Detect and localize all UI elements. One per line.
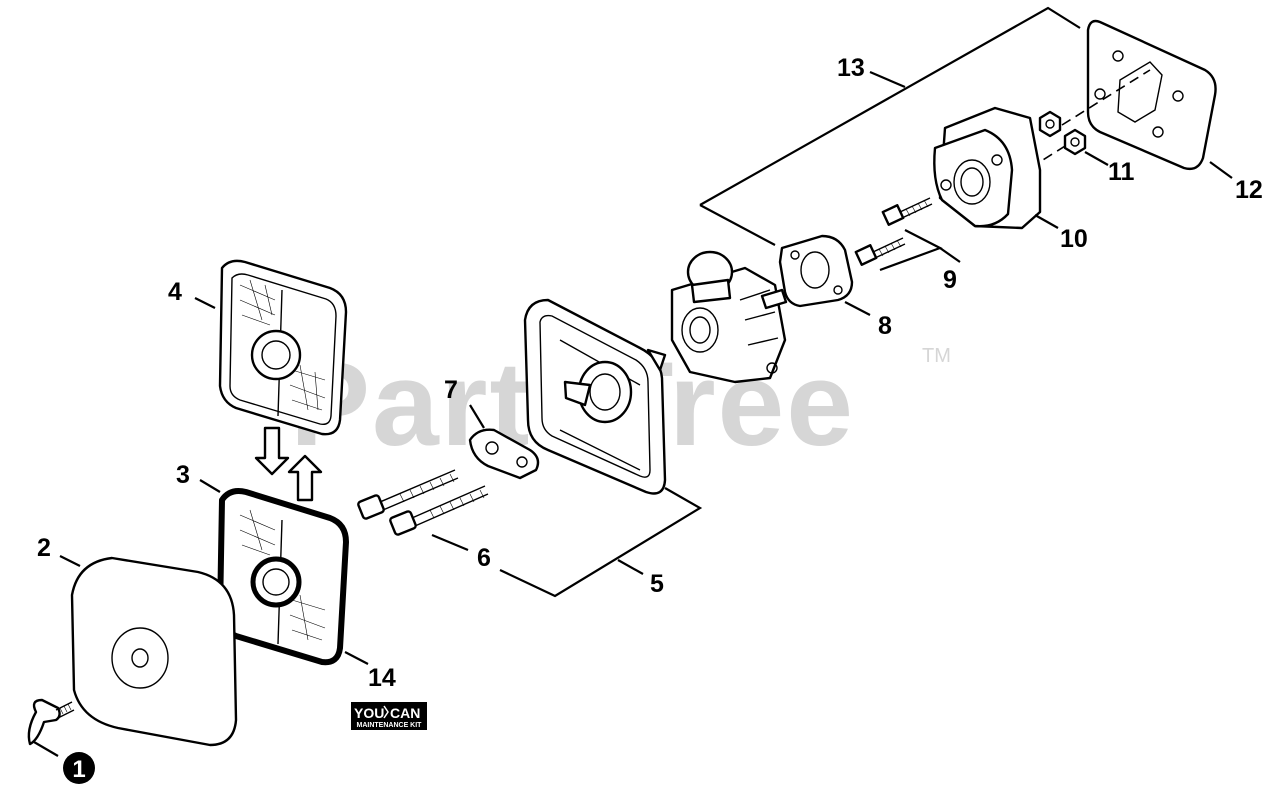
callout-3: 3 <box>176 461 190 489</box>
callout-1-marker: 1 <box>63 752 95 784</box>
part-8-carburetor-gasket[interactable] <box>778 234 854 308</box>
part-9-screws[interactable] <box>854 197 933 266</box>
badge-can: CAN <box>390 705 420 721</box>
callout-10: 10 <box>1060 225 1088 253</box>
callout-4: 4 <box>168 278 182 306</box>
callout-6: 6 <box>477 544 491 572</box>
alignment-dash-upper <box>1061 69 1151 126</box>
part-6-bolts[interactable] <box>357 469 489 536</box>
part-12-gasket-plate[interactable] <box>1086 19 1217 171</box>
callout-9: 9 <box>943 266 957 294</box>
part-2-filter-cover[interactable] <box>70 556 238 747</box>
callout-13: 13 <box>837 54 865 82</box>
callout-14: 14 <box>368 664 396 692</box>
callout-7: 7 <box>444 376 458 404</box>
part-3-filter-element[interactable] <box>217 488 349 666</box>
wrench-icon <box>383 705 389 719</box>
callout-8: 8 <box>878 312 892 340</box>
part-1-wing-bolt[interactable] <box>27 698 75 746</box>
carburetor[interactable] <box>670 250 788 384</box>
callout-5: 5 <box>650 570 664 598</box>
part-11-nuts[interactable] <box>1038 110 1087 156</box>
part-4-filter-element[interactable] <box>218 259 348 436</box>
callout-12: 12 <box>1235 176 1263 204</box>
reverse-direction-arrows <box>254 426 323 502</box>
leader-lines <box>33 6 1233 757</box>
callout-2: 2 <box>37 534 51 562</box>
youcan-maintenance-kit-badge: YOU CAN MAINTENANCE KIT <box>351 702 427 730</box>
watermark-tm: TM <box>922 345 951 367</box>
part-10-insulator[interactable] <box>933 106 1042 230</box>
badge-you: YOU <box>354 705 384 721</box>
part-5-filter-base[interactable] <box>523 298 667 495</box>
badge-maintenance-kit: MAINTENANCE KIT <box>357 722 423 729</box>
callout-1: 1 <box>72 756 85 783</box>
part-7-bracket[interactable] <box>468 428 540 480</box>
callout-11: 11 <box>1108 158 1135 186</box>
